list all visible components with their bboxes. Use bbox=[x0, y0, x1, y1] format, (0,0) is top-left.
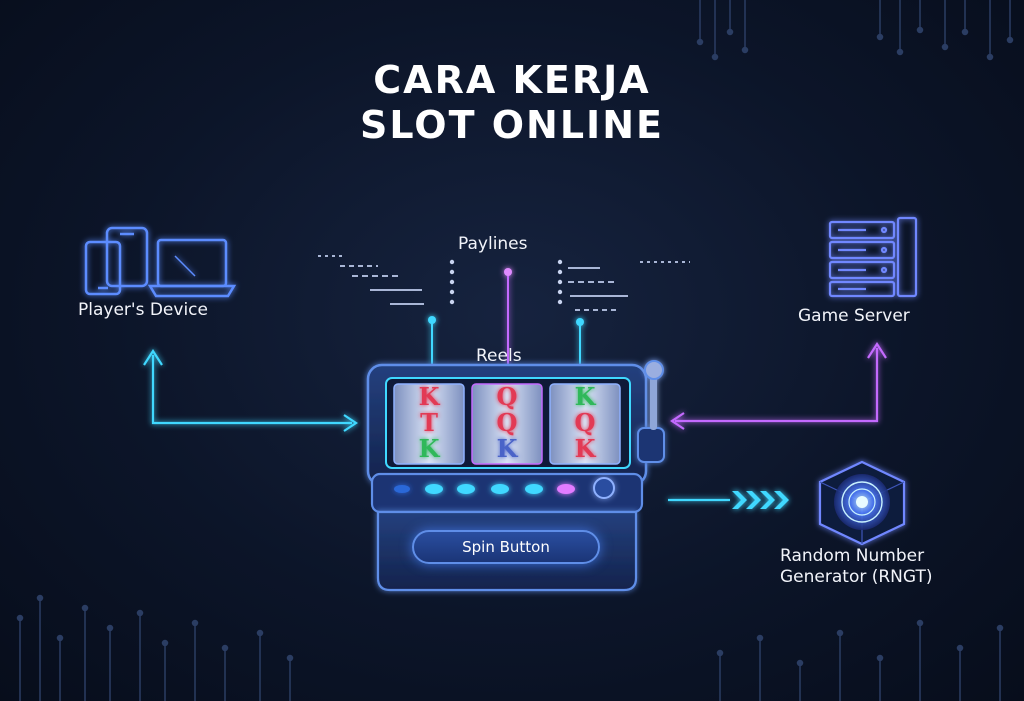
title-line-1: CARA KERJA bbox=[373, 58, 651, 102]
reel-3 bbox=[549, 383, 621, 465]
rng-label-line-2: Generator (RNGT) bbox=[780, 567, 933, 587]
spin-button[interactable]: Spin Button bbox=[412, 530, 600, 564]
device-link-arrow bbox=[143, 348, 358, 432]
reel-3-symbol-bottom: K bbox=[574, 434, 596, 463]
reel-3-symbol-top: K bbox=[574, 382, 596, 411]
reel-1-symbol-middle: T bbox=[420, 408, 438, 437]
reels-label: Reels bbox=[476, 346, 522, 366]
reel-3-symbol-middle: Q bbox=[574, 408, 596, 437]
reel-1-symbol-top: K bbox=[418, 382, 440, 411]
payline-dots bbox=[449, 259, 563, 305]
reel-2-symbol-middle: Q bbox=[496, 408, 518, 437]
reel-2-symbols: Q Q K bbox=[472, 384, 542, 464]
game-server-label: Game Server bbox=[798, 306, 910, 326]
reel-2-symbol-bottom: K bbox=[496, 434, 518, 463]
paylines-label: Paylines bbox=[458, 234, 528, 254]
rng-label-line-1: Random Number bbox=[780, 546, 925, 566]
reel-2-symbol-top: Q bbox=[496, 382, 518, 411]
payline-dashes bbox=[318, 255, 690, 311]
slot-machine bbox=[366, 360, 665, 592]
reel-1 bbox=[393, 383, 465, 465]
page-title: CARA KERJA SLOT ONLINE bbox=[262, 58, 762, 148]
circuit-traces-decoration bbox=[16, 0, 1014, 701]
reel-2 bbox=[471, 383, 543, 465]
indicator-lights bbox=[394, 477, 615, 499]
rng-link-arrow bbox=[668, 491, 789, 509]
reel-3-symbols: K Q K bbox=[550, 384, 620, 464]
reel-1-symbols: K T K bbox=[394, 384, 464, 464]
reel-1-symbol-bottom: K bbox=[418, 434, 440, 463]
server-icon bbox=[828, 216, 918, 298]
lever[interactable] bbox=[637, 360, 665, 463]
server-link-arrow bbox=[670, 341, 887, 430]
devices-icon bbox=[84, 226, 237, 298]
rng-cube-icon bbox=[818, 460, 906, 546]
title-line-2: SLOT ONLINE bbox=[360, 103, 664, 147]
player-device-label: Player's Device bbox=[78, 300, 208, 320]
